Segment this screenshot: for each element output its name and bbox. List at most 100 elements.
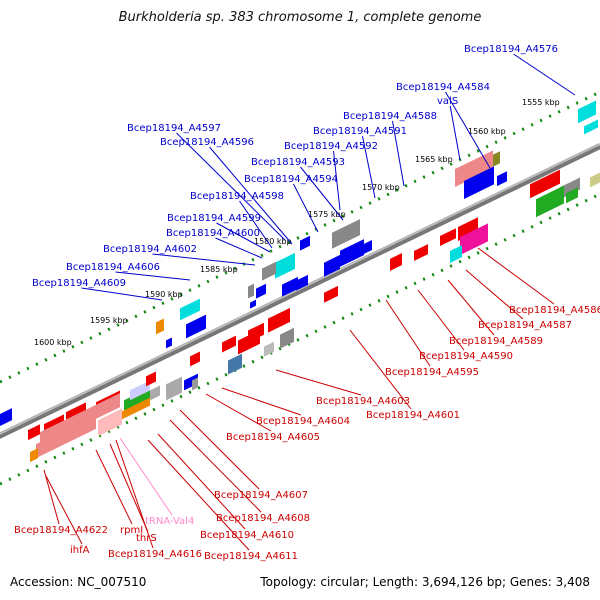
gene-feature [414, 244, 428, 261]
gene-feature [268, 307, 290, 333]
gene-feature [455, 150, 493, 188]
forward-gene-label[interactable]: Bcep18194_A4609 [32, 278, 126, 289]
reverse-leader-line [119, 437, 173, 516]
reverse-leader-line [179, 409, 260, 490]
gene-feature [256, 283, 266, 299]
gene-feature [190, 351, 200, 367]
gene-feature [450, 245, 462, 264]
reverse-leader-line [157, 433, 246, 530]
gene-feature [390, 253, 402, 271]
reverse-gene-label[interactable]: Bcep18194_A4595 [385, 367, 479, 378]
reverse-gene-label[interactable]: Bcep18194_A4622 [14, 525, 108, 536]
gene-feature [248, 283, 254, 299]
forward-leader-line [293, 183, 319, 233]
kbp-label: 1585 kbp [200, 265, 238, 274]
gene-feature [222, 335, 236, 353]
forward-gene-label[interactable]: Bcep18194_A4596 [160, 137, 254, 148]
reverse-gene-label[interactable]: Bcep18194_A4605 [226, 432, 320, 443]
reverse-gene-label[interactable]: rpmI [120, 525, 143, 536]
forward-gene-label[interactable]: Bcep18194_A4600 [166, 228, 260, 239]
reverse-gene-label[interactable]: Bcep18194_A4586 [509, 305, 600, 316]
gene-feature [332, 219, 360, 249]
reverse-gene-label[interactable]: Bcep18194_A4607 [214, 490, 308, 501]
kbp-label: 1555 kbp [522, 98, 560, 107]
reverse-leader-line [169, 419, 262, 513]
forward-gene-label[interactable]: Bcep18194_A4591 [313, 126, 407, 137]
kbp-label: 1595 kbp [90, 316, 128, 325]
kbp-label: 1570 kbp [362, 183, 400, 192]
genome-backbone-highlight [0, 143, 600, 435]
gene-feature [166, 337, 172, 349]
reverse-leader-line [205, 393, 272, 432]
forward-gene-label[interactable]: Bcep18194_A4602 [103, 244, 197, 255]
kbp-label: 1575 kbp [308, 210, 346, 219]
reverse-leader-line [147, 439, 250, 551]
forward-gene-label[interactable]: Bcep18194_A4592 [284, 141, 378, 152]
gene-feature [130, 380, 150, 401]
forward-gene-label[interactable]: valS [437, 96, 458, 107]
reverse-gene-label[interactable]: Bcep18194_A4601 [366, 410, 460, 421]
forward-gene-label[interactable]: Bcep18194_A4593 [251, 157, 345, 168]
forward-gene-label[interactable]: Bcep18194_A4584 [396, 82, 490, 93]
reverse-leader-line [45, 475, 83, 545]
genome-backbone [0, 143, 600, 439]
reverse-gene-label[interactable]: Bcep18194_A4603 [316, 396, 410, 407]
gene-feature [296, 274, 308, 291]
reverse-gene-label[interactable]: Bcep18194_A4616 [108, 549, 202, 560]
gene-feature [566, 187, 578, 204]
gene-feature [36, 414, 96, 459]
forward-gene-label[interactable]: Bcep18194_A4598 [190, 191, 284, 202]
reverse-gene-label[interactable]: Bcep18194_A4590 [419, 351, 513, 362]
gene-feature [28, 424, 40, 441]
reverse-gene-label[interactable]: ihfA [70, 545, 90, 556]
reverse-leader-line [221, 387, 302, 416]
reverse-gene-label[interactable]: Bcep18194_A4587 [478, 320, 572, 331]
gene-feature [192, 377, 198, 391]
kbp-label: 1590 kbp [145, 290, 183, 299]
reverse-gene-label[interactable]: Bcep18194_A4608 [216, 513, 310, 524]
reverse-leader-line [349, 329, 412, 410]
gene-feature [120, 397, 150, 421]
reverse-leader-line [115, 439, 154, 549]
gene-feature [358, 239, 372, 257]
reverse-gene-label[interactable]: Bcep18194_A4611 [204, 551, 298, 562]
gene-feature [497, 171, 507, 187]
label-leaders [43, 53, 576, 551]
accession-text: Accession: NC_007510 [10, 575, 147, 589]
reverse-gene-label[interactable]: Bcep18194_A4610 [200, 530, 294, 541]
reverse-gene-label[interactable]: thrS [136, 533, 157, 544]
reverse-gene-labels: Bcep18194_A4586Bcep18194_A4587Bcep18194_… [14, 305, 600, 562]
gene-feature [340, 239, 364, 267]
forward-gene-label[interactable]: Bcep18194_A4594 [244, 174, 338, 185]
gene-feature [282, 276, 298, 297]
gene-feature [262, 261, 276, 281]
gene-feature [0, 408, 12, 426]
forward-gene-label[interactable]: Bcep18194_A4606 [66, 262, 160, 273]
forward-gene-label[interactable]: Bcep18194_A4599 [167, 213, 261, 224]
forward-gene-label[interactable]: Bcep18194_A4576 [464, 44, 558, 55]
forward-gene-label[interactable]: Bcep18194_A4588 [343, 111, 437, 122]
forward-leader-line [81, 287, 163, 301]
gene-feature [300, 235, 310, 251]
forward-gene-label[interactable]: Bcep18194_A4597 [127, 123, 221, 134]
gene-feature [530, 169, 560, 199]
reverse-gene-label[interactable]: Bcep18194_A4604 [256, 416, 350, 427]
forward-leader-line [513, 53, 576, 96]
reverse-leader-line [477, 247, 555, 305]
forward-leader-line [176, 132, 286, 241]
kbp-label: 1600 kbp [34, 338, 72, 347]
forward-leader-line [333, 150, 341, 211]
gene-feature [536, 185, 564, 218]
forward-leader-line [445, 91, 491, 169]
trna-label[interactable]: tRNA-Val4 [145, 516, 194, 527]
forward-leader-line [449, 105, 461, 161]
gene-feature [458, 217, 478, 242]
upper-tick-track [0, 90, 600, 384]
reverse-gene-label[interactable]: Bcep18194_A4589 [449, 336, 543, 347]
reverse-leader-line [447, 279, 495, 336]
gene-feature [560, 177, 580, 200]
gene-feature [578, 100, 596, 124]
forward-gene-labels: Bcep18194_A4576Bcep18194_A4584valSBcep18… [32, 44, 558, 289]
